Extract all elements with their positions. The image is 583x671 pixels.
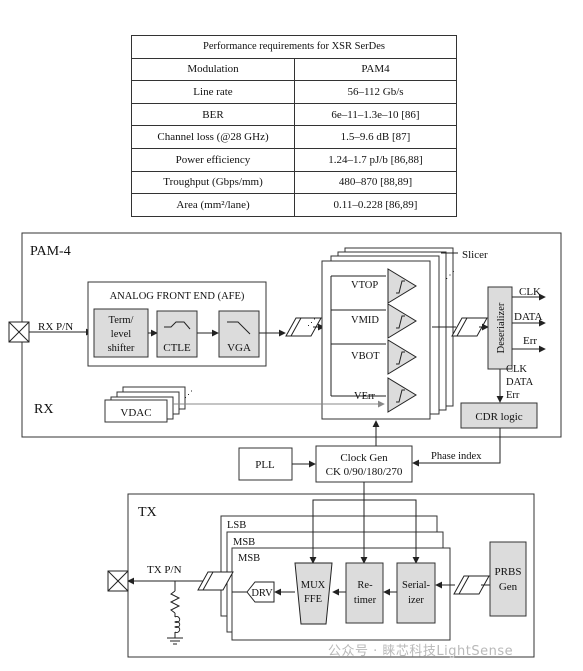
cdr-in-err: Err (506, 390, 520, 401)
mux-label: MUX (301, 580, 326, 591)
comparator-verr (387, 377, 417, 413)
tx-pad-icon (107, 570, 129, 592)
term-label-3: shifter (108, 343, 135, 354)
slicer-vtop-label: VTOP (351, 280, 378, 291)
pam4-title: PAM-4 (30, 244, 71, 259)
cdr-logic-block (460, 402, 538, 429)
tx-lsb-label: LSB (227, 520, 246, 531)
clock-gen-phases: CK 0/90/180/270 (326, 466, 403, 478)
rx-pad-icon (8, 321, 30, 343)
comparator-vmid (387, 303, 417, 339)
rx-label: RX (34, 402, 53, 417)
performance-table: Performance requirements for XSR SerDes … (131, 35, 457, 217)
deserializer-label: Deserializer (496, 302, 507, 353)
vdac-label: VDAC (120, 407, 151, 419)
comparator-vbot (387, 339, 417, 375)
vga-block (218, 310, 260, 358)
rx-input-label: RX P/N (38, 321, 73, 333)
slicer-verr-label: VErr (354, 391, 375, 402)
prbs-gen-block (489, 541, 527, 617)
table-row: Channel loss (@28 GHz)1.5–9.6 dB [87] (131, 125, 457, 149)
slicer-vbot-label: VBOT (351, 351, 380, 362)
table-title: Performance requirements for XSR SerDes (131, 35, 457, 59)
ctle-response-icon (164, 321, 191, 330)
watermark: 公众号 · 睐芯科技LightSense (328, 644, 514, 659)
cdr-in-data: DATA (506, 377, 534, 388)
vdac-stack (104, 386, 186, 423)
tx-output-label: TX P/N (147, 564, 182, 576)
slicer-title: Slicer (462, 249, 488, 261)
mux-ffe-block (294, 562, 333, 625)
retimer-label-2: timer (354, 595, 377, 606)
phase-index-label: Phase index (431, 451, 482, 462)
ffe-label: FFE (304, 594, 322, 605)
vga-response-icon (227, 321, 251, 335)
prbs-label-2: Gen (499, 581, 518, 593)
phase-index-line (412, 428, 501, 467)
tx-input-bus (453, 575, 490, 595)
clock-gen-label: Clock Gen (340, 452, 388, 464)
pll-block (238, 447, 293, 481)
slicer-output-bus (451, 317, 488, 337)
comparator-vtop (387, 268, 417, 304)
slicer-vmid-label: VMID (351, 315, 379, 326)
afe-title: ANALOG FRONT END (AFE) (110, 291, 245, 302)
term-level-shifter (93, 308, 149, 358)
term-label-1: Term/ (109, 315, 134, 326)
tx-termination-network (167, 581, 183, 645)
cdr-logic-label: CDR logic (475, 411, 522, 423)
retimer-label-1: Re- (357, 580, 373, 591)
rx-out-err: Err (523, 335, 537, 347)
drv-block (246, 581, 275, 603)
table-cell: 0.11–0.228 [86,89] (294, 193, 457, 217)
tx-msb2-label: MSB (238, 553, 260, 564)
serializer-label-2: izer (408, 595, 424, 606)
term-label-2: level (111, 329, 131, 340)
rx-fanout-bus: ⋰ (285, 317, 322, 337)
table-row: Area (mm²/lane)0.11–0.228 [86,89] (131, 193, 457, 217)
ctle-label: CTLE (163, 342, 191, 354)
vdac-ellipsis: ⋰ (184, 389, 193, 399)
table-row: Troughput (Gbps/mm)480–870 [88,89] (131, 170, 457, 195)
tx-label: TX (138, 505, 157, 520)
svg-text:⋰: ⋰ (307, 317, 316, 327)
drv-label: DRV (251, 588, 273, 599)
slicer-stack-ellipsis: ⋰ (445, 270, 455, 281)
rx-out-clk: CLK (519, 286, 541, 298)
tx-output-bus (197, 571, 234, 591)
table-cell: Area (mm²/lane) (131, 193, 295, 217)
prbs-label-1: PRBS (495, 566, 522, 578)
table-cell: Power efficiency (131, 147, 295, 172)
clock-gen-block (315, 445, 413, 483)
deserializer-block (487, 286, 513, 370)
serializer-block (396, 562, 436, 624)
pll-label: PLL (255, 459, 275, 471)
table-title-row: Performance requirements for XSR SerDes (131, 35, 457, 59)
ctle-block (156, 310, 198, 358)
cdr-in-clk: CLK (506, 364, 527, 375)
vga-label: VGA (227, 342, 251, 354)
retimer-block (345, 562, 384, 624)
tx-msb1-label: MSB (233, 537, 255, 548)
rx-out-data: DATA (514, 311, 543, 323)
serializer-label-1: Serial- (402, 580, 430, 591)
